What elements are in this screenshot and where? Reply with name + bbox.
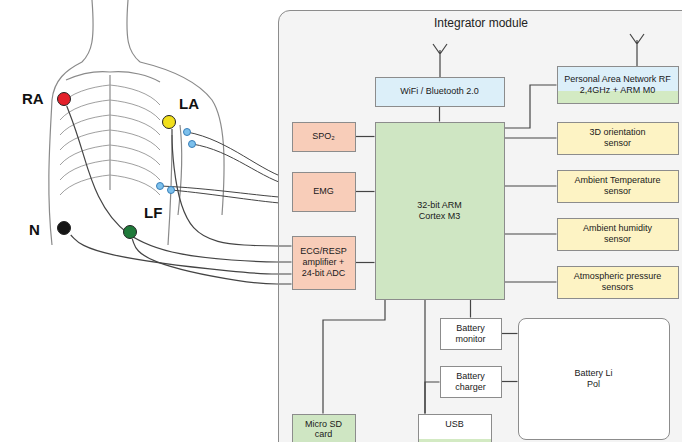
rib (60, 130, 110, 150)
electrode-label: RA (22, 90, 44, 107)
emg-wire (192, 144, 292, 186)
box-label: Ambient humidity sensor (573, 223, 663, 245)
box-label: Battery charger (444, 371, 498, 393)
bus-line (439, 107, 440, 122)
bus-line (356, 136, 375, 137)
box-label: WiFi / Bluetooth 2.0 (400, 86, 479, 97)
sternum (109, 75, 110, 190)
emg-wire (187, 132, 292, 180)
rib (110, 175, 160, 195)
battery-box: Battery Li Pol (518, 318, 670, 440)
electrode-label: N (29, 221, 40, 238)
module-background (278, 10, 682, 442)
rib (60, 115, 110, 135)
arm-outer (140, 62, 224, 215)
radio-box: Personal Area Network RF 2,4GHz + ARM M0 (557, 66, 679, 104)
rib (110, 160, 160, 180)
bus-line (323, 300, 385, 414)
usb-box: USB (418, 414, 492, 442)
bus-line (505, 281, 557, 282)
box-label: Battery Li Pol (569, 368, 619, 390)
bus-line (502, 381, 518, 382)
electrode-la: LA (162, 115, 176, 129)
sensor-box: Atmospheric pressure sensors (557, 266, 679, 299)
emg-electrode (184, 129, 191, 136)
rib (110, 115, 160, 135)
box-label: Micro SD card (296, 419, 352, 441)
electrode-lf: LF (123, 225, 137, 239)
rib (110, 100, 160, 120)
emg-electrode (157, 183, 164, 190)
bus-line (505, 185, 557, 186)
bus-line (356, 191, 375, 192)
torso-side (49, 62, 82, 245)
module-frame: Integrator moduleWiFi / Bluetooth 2.0 Per… (278, 10, 682, 442)
bus-line (470, 300, 471, 318)
ecg-lead-wire (172, 129, 292, 246)
rib (110, 85, 160, 105)
sensor-input-box: EMG (292, 172, 356, 212)
bus-line (502, 333, 518, 334)
rib (60, 160, 110, 180)
sensor-box: Ambient Temperature sensor (557, 170, 679, 203)
box-label: Personal Area Network RF 2,4GHz + ARM M0 (563, 74, 673, 96)
electrode-label: LF (144, 204, 162, 221)
collarbone (110, 72, 160, 82)
antenna (630, 34, 644, 66)
ecg-lead-wire (71, 235, 292, 274)
bus-line (505, 85, 557, 128)
emg-wire (171, 190, 292, 204)
power-box: Battery charger (440, 366, 502, 398)
box-label: SPO₂ (312, 131, 335, 142)
electrode-ra: RA (57, 92, 71, 106)
module-heading: Integrator module (279, 16, 682, 30)
box-label: ECG/RESP amplifier + 24-bit ADC (296, 246, 352, 278)
box-label: USB (445, 419, 464, 430)
box-label: Atmospheric pressure sensors (568, 271, 668, 293)
rib (110, 145, 160, 165)
emg-electrode (168, 187, 175, 194)
bus-line (505, 233, 557, 234)
collarbone (66, 72, 110, 80)
power-box: Battery monitor (440, 318, 502, 350)
rib (60, 175, 110, 195)
electrode-n: N (57, 221, 71, 235)
rib (110, 130, 160, 150)
processor-box: 32-bit ARM Cortex M3 (375, 122, 505, 300)
storage-box: Micro SD card (292, 414, 356, 442)
emg-wires (160, 132, 292, 204)
neck-line (82, 0, 93, 62)
electrode-label: LA (179, 95, 199, 112)
sensor-box: 3D orientation sensor (557, 122, 679, 155)
ecg-lead-wire (67, 106, 292, 262)
bus-line (356, 262, 375, 263)
emg-electrode (189, 141, 196, 148)
sensor-input-box: SPO₂ (292, 122, 356, 152)
box-label: 3D orientation sensor (578, 127, 658, 149)
ecg-lead-wire (132, 239, 291, 284)
neck-line (127, 0, 140, 62)
box-label: EMG (313, 186, 334, 197)
bus-line (425, 382, 440, 414)
antenna (433, 44, 447, 77)
arm-inner (178, 125, 182, 215)
radio-box: WiFi / Bluetooth 2.0 (375, 77, 505, 107)
ribcage (60, 85, 160, 195)
torso-outline (49, 0, 224, 245)
box-label: Battery monitor (444, 323, 498, 345)
sensor-box: Ambient humidity sensor (557, 218, 679, 251)
box-label: Ambient Temperature sensor (568, 175, 668, 197)
box-label: 32-bit ARM Cortex M3 (405, 200, 475, 222)
sensor-input-box: ECG/RESP amplifier + 24-bit ADC (292, 236, 356, 290)
bus-line (505, 137, 557, 138)
